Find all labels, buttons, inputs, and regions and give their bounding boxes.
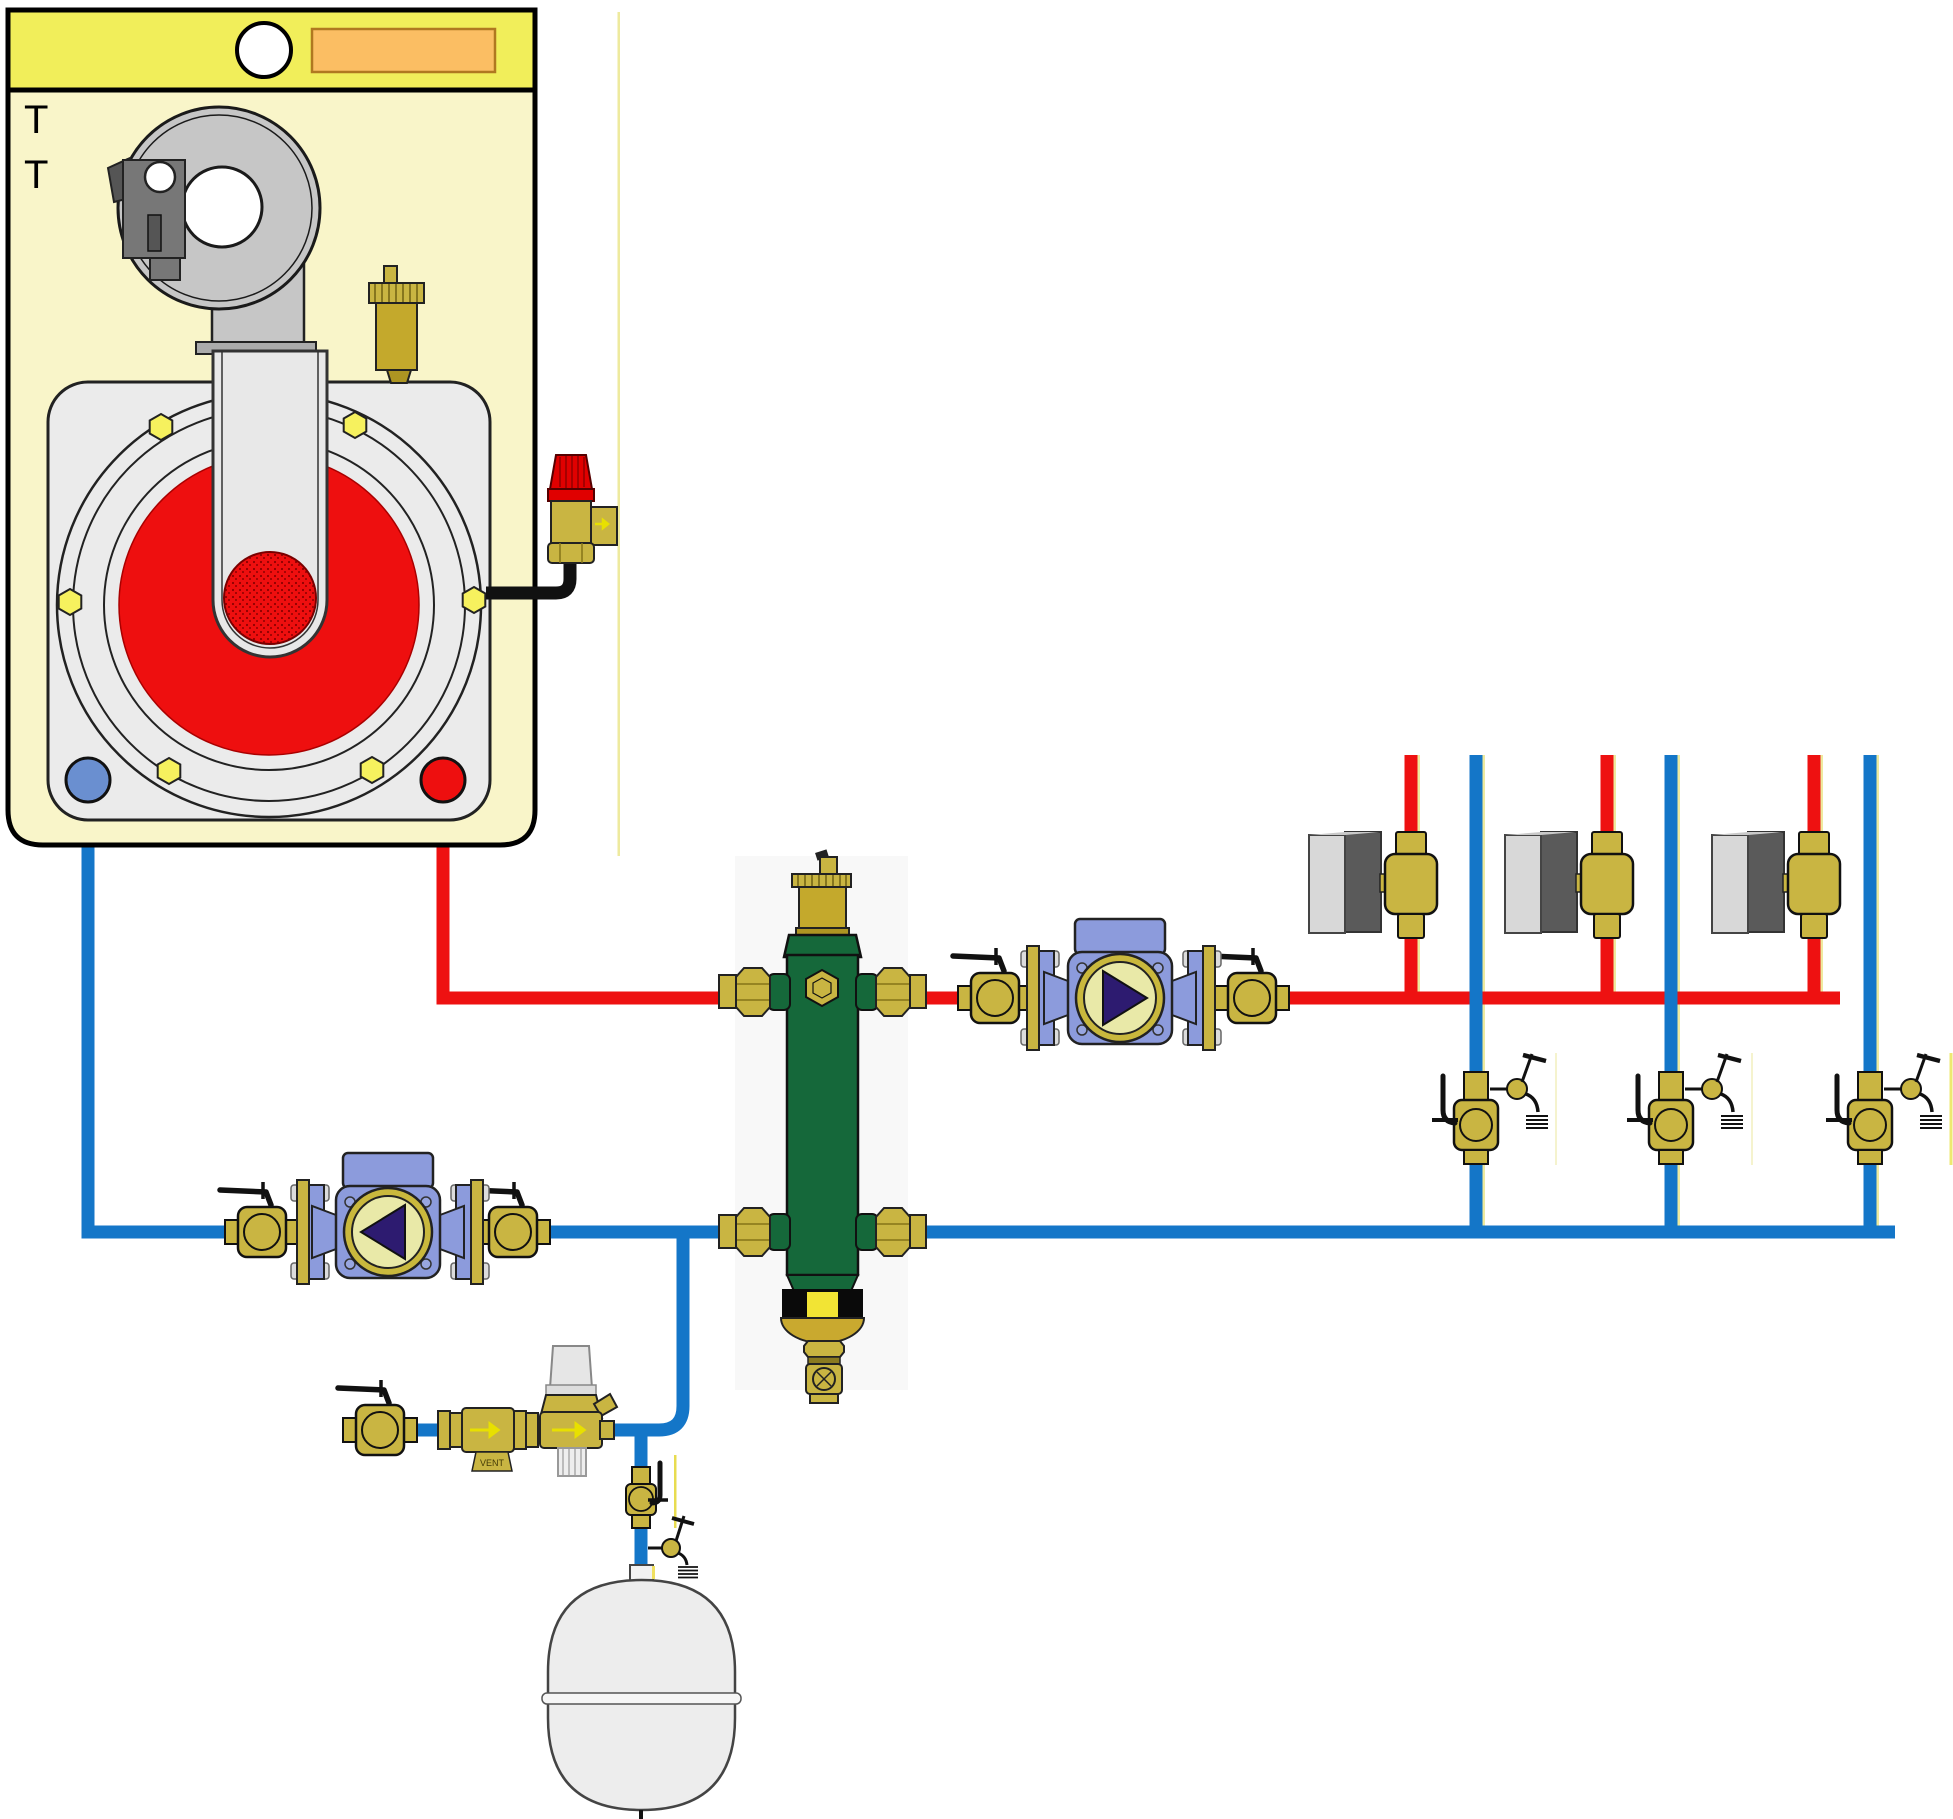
vessel-ball-valve-icon	[625, 1460, 668, 1529]
vessel-belt	[541, 1692, 742, 1705]
expansion-vessel-icon	[541, 1564, 742, 1819]
bolt-icon	[461, 586, 487, 614]
pump-flow-arrow-left	[359, 1203, 406, 1261]
zone-valve-with-actuator-icon	[1307, 830, 1439, 940]
bolt-icon	[57, 588, 83, 616]
boiler-display	[310, 27, 497, 74]
filling-ball-valve-icon	[338, 1380, 417, 1455]
vessel-drain-cock-icon	[648, 1515, 698, 1579]
bolt-icon	[148, 413, 174, 441]
union-nut-icon	[735, 967, 771, 1017]
ball-valve-icon	[953, 948, 1032, 1023]
check-valve-icon: VENT	[437, 1407, 539, 1472]
pump-flow-arrow-right	[1102, 969, 1149, 1027]
separator-plug-icon	[805, 968, 839, 1008]
riser-ball-valve-with-drain-icon	[1432, 1054, 1548, 1164]
bolt-icon	[359, 756, 385, 784]
union-nut-icon	[875, 967, 911, 1017]
riser-ball-valve-with-drain-icon	[1627, 1054, 1743, 1164]
bolt-icon	[156, 757, 182, 785]
bolt-icon	[342, 411, 368, 439]
separator-air-vent-icon	[791, 849, 852, 938]
safety-relief-valve-icon	[486, 454, 618, 600]
separator-body	[785, 953, 860, 1277]
separator-drain-cock-icon	[805, 1363, 843, 1404]
ball-valve-icon	[1210, 948, 1289, 1023]
union-nut-icon	[735, 1207, 771, 1257]
zone-valve-with-actuator-icon	[1503, 830, 1635, 940]
boiler-return-port	[64, 756, 112, 804]
riser-ball-valve-with-drain-icon	[1826, 1054, 1942, 1164]
hydraulic-separator-icon	[718, 849, 927, 1404]
zone-valve-with-actuator-icon	[1710, 830, 1842, 940]
vent-label: VENT	[480, 1458, 505, 1468]
filling-group: VENT	[338, 1345, 619, 1477]
burner-tube-icon	[211, 349, 329, 659]
boiler-supply-port	[419, 756, 467, 804]
flame-icon	[223, 551, 317, 645]
boiler-air-vent-icon	[368, 265, 425, 384]
burner-igniter-icon	[106, 156, 186, 281]
pressure-reducing-valve-icon	[538, 1345, 619, 1477]
temp-sensor-label-2: T	[24, 153, 48, 197]
expansion-vessel-branch	[541, 1460, 742, 1819]
temp-sensor-label-1: T	[24, 98, 48, 142]
boiler: T T	[5, 7, 538, 848]
boiler-knob-icon	[235, 21, 293, 79]
return-pump-group	[220, 1151, 550, 1285]
supply-pump-group	[953, 917, 1289, 1051]
union-nut-icon	[875, 1207, 911, 1257]
ball-valve-icon	[220, 1182, 299, 1257]
